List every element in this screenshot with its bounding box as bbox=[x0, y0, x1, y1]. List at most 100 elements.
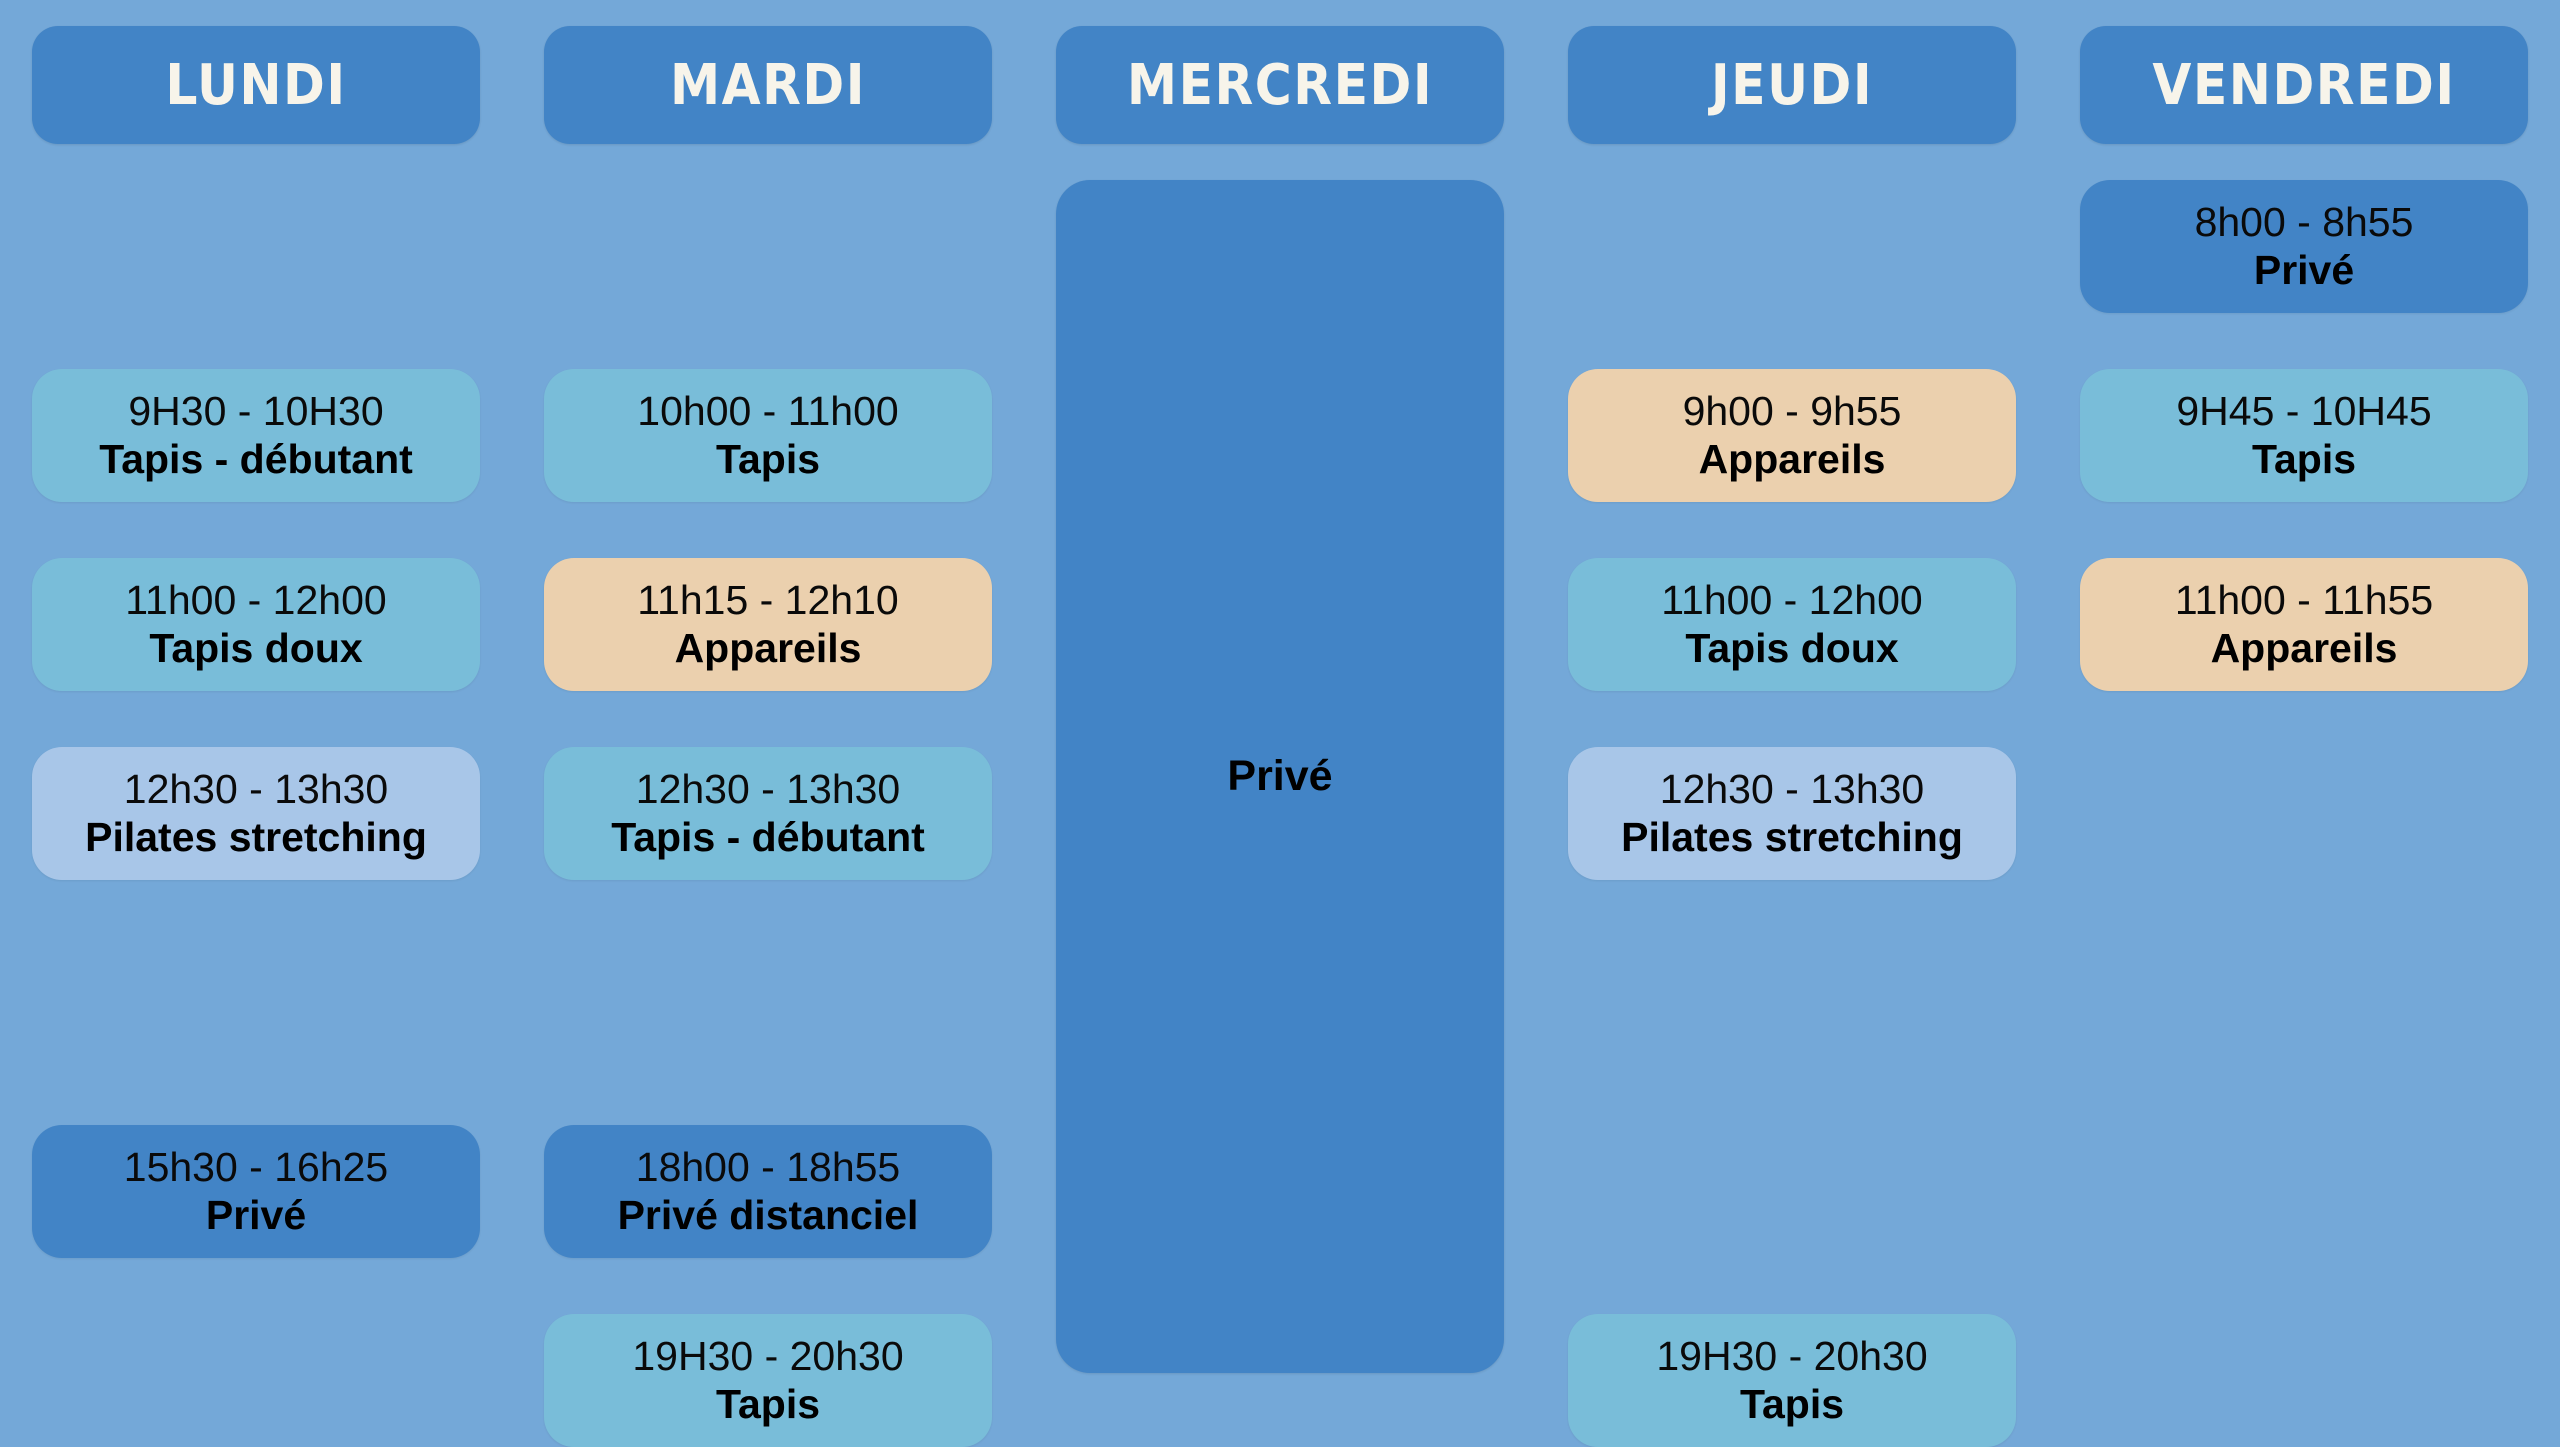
session-title: Tapis doux bbox=[1685, 624, 1899, 671]
empty-card bbox=[1568, 180, 2016, 313]
session-time: 10h00 - 11h00 bbox=[637, 387, 899, 434]
empty-card bbox=[1568, 936, 2016, 1069]
session-title: Privé bbox=[205, 1191, 307, 1238]
empty-slot bbox=[544, 936, 992, 1069]
session-title: Privé bbox=[2253, 246, 2355, 293]
empty-card bbox=[2080, 1314, 2528, 1447]
day-header-jeudi[interactable]: JEUDI bbox=[1568, 26, 2016, 144]
day-header-label: MERCREDI bbox=[1126, 52, 1434, 118]
session-title: Tapis - débutant bbox=[99, 435, 413, 482]
session-title: Privé bbox=[1227, 752, 1333, 800]
empty-slot bbox=[2080, 1314, 2528, 1447]
session-time: 11h00 - 11h55 bbox=[2174, 576, 2434, 623]
session-time: 12h30 - 13h30 bbox=[1659, 765, 1925, 812]
empty-slot bbox=[1568, 180, 2016, 313]
empty-slot bbox=[544, 180, 992, 313]
session-title: Tapis doux bbox=[149, 624, 363, 671]
day-header-mardi[interactable]: MARDI bbox=[544, 26, 992, 144]
session-time: 9h00 - 9h55 bbox=[1682, 387, 1902, 434]
empty-slot bbox=[32, 936, 480, 1069]
full-day-session-card[interactable]: Privé bbox=[1056, 180, 1504, 1373]
session-time: 11h00 - 12h00 bbox=[125, 576, 387, 623]
session-time: 19H30 - 20h30 bbox=[632, 1332, 904, 1379]
session-title: Appareils bbox=[1698, 435, 1886, 482]
session-time: 11h00 - 12h00 bbox=[1661, 576, 1923, 623]
day-header-mercredi[interactable]: MERCREDI bbox=[1056, 26, 1504, 144]
session-time: 15h30 - 16h25 bbox=[123, 1143, 389, 1190]
day-header-label: MARDI bbox=[669, 52, 866, 118]
empty-card bbox=[544, 936, 992, 1069]
empty-card bbox=[32, 936, 480, 1069]
session-time: 12h30 - 13h30 bbox=[635, 765, 901, 812]
slot-stack: Privé bbox=[1056, 180, 1504, 1447]
session-title: Tapis bbox=[2251, 435, 2357, 482]
empty-card bbox=[2080, 747, 2528, 880]
session-time: 19H30 - 20h30 bbox=[1656, 1332, 1928, 1379]
session-title: Privé distanciel bbox=[617, 1191, 919, 1238]
day-header-label: JEUDI bbox=[1710, 52, 1874, 118]
day-header-label: LUNDI bbox=[165, 52, 347, 118]
day-header-lundi[interactable]: LUNDI bbox=[32, 26, 480, 144]
empty-slot bbox=[32, 1314, 480, 1447]
empty-slot bbox=[2080, 747, 2528, 880]
empty-card bbox=[544, 180, 992, 313]
session-title: Appareils bbox=[2210, 624, 2398, 671]
empty-card bbox=[2080, 1125, 2528, 1258]
session-title: Pilates stretching bbox=[1621, 813, 1963, 860]
session-title: Tapis - débutant bbox=[611, 813, 925, 860]
empty-card bbox=[32, 180, 480, 313]
session-title: Tapis bbox=[715, 1380, 821, 1427]
empty-card bbox=[1568, 1125, 2016, 1258]
session-time: 8h00 - 8h55 bbox=[2194, 198, 2414, 245]
session-time: 12h30 - 13h30 bbox=[123, 765, 389, 812]
empty-slot bbox=[1568, 936, 2016, 1069]
session-title: Pilates stretching bbox=[85, 813, 427, 860]
day-header-label: VENDREDI bbox=[2152, 52, 2456, 118]
empty-slot bbox=[2080, 1125, 2528, 1258]
empty-card bbox=[32, 1314, 480, 1447]
day-header-vendredi[interactable]: VENDREDI bbox=[2080, 26, 2528, 144]
session-title: Tapis bbox=[715, 435, 821, 482]
empty-slot bbox=[2080, 936, 2528, 1069]
session-title: Appareils bbox=[674, 624, 862, 671]
day-column-mercredi: MERCREDI Privé bbox=[1024, 0, 1536, 1447]
session-time: 18h00 - 18h55 bbox=[635, 1143, 901, 1190]
empty-card bbox=[2080, 936, 2528, 1069]
